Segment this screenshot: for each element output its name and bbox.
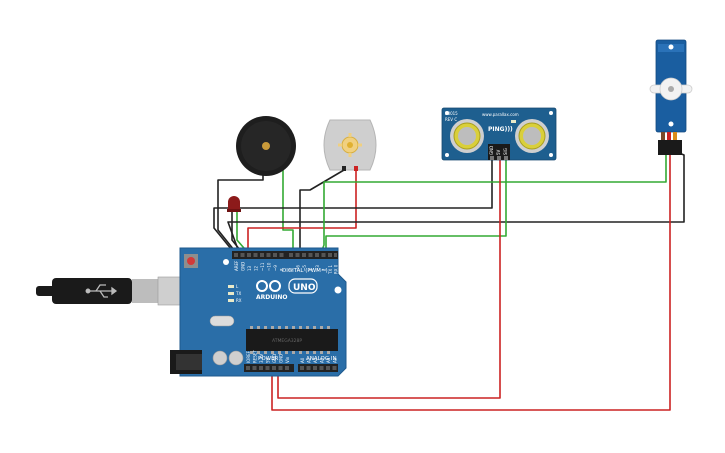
wire-servo-5v[interactable] [271, 154, 671, 411]
pin-label: 5V [266, 357, 271, 363]
wire-motor-red[interactable] [247, 169, 357, 256]
pin-label: 3.3V [259, 354, 264, 363]
pin-label: 7 [289, 268, 294, 271]
sensor-pin-labels: GND 5V SIG [489, 146, 508, 155]
usb-plug-tip [36, 286, 56, 296]
capacitor [212, 350, 228, 366]
power-header [244, 364, 294, 372]
model-badge [288, 278, 318, 294]
pin-label: 8 [280, 268, 285, 271]
sensor-name-label: PING))) [488, 126, 513, 133]
usb-plug-icon [85, 284, 118, 298]
crystal-oscillator [209, 315, 235, 327]
wire-sensor-5v[interactable] [277, 159, 501, 399]
transducer-left [450, 119, 484, 153]
power-header-label: POWER [258, 356, 279, 362]
wire-buzzer-green[interactable] [282, 164, 294, 256]
wire-sensor-gnd[interactable] [213, 159, 493, 256]
pin-label: A0 [300, 357, 305, 363]
servo-icon[interactable] [649, 39, 693, 155]
sensor-status-led [511, 120, 516, 123]
pin-label: ~6 [296, 265, 301, 271]
power-jack-inner [176, 354, 202, 370]
pin-label: A1 [307, 357, 312, 363]
pin-label: ~10 [267, 262, 272, 271]
pin-label: GND [241, 262, 246, 271]
brand-label: ARDUINO [256, 294, 287, 301]
pin-label: A4 [326, 357, 331, 363]
digital-header [232, 251, 338, 259]
mount-hole [549, 153, 553, 157]
mount-hole [445, 111, 449, 115]
dc-motor-icon[interactable] [323, 119, 377, 171]
pin-label: A2 [313, 357, 318, 363]
analog-header-label: ANALOG IN [306, 356, 337, 362]
pin-label: GND [279, 354, 284, 363]
led-label-l: L [236, 284, 239, 289]
arduino-logo-icon [256, 280, 281, 292]
arduino-uno-board[interactable]: AREF GND 13 12 ~11 ~10 ~9 8 7 ~6 ~5 4 ~3… [170, 247, 347, 377]
pin-label: GND [272, 354, 277, 363]
pin-label: A5 [333, 357, 338, 363]
led-label-rx: RX [236, 298, 242, 303]
sensor-model-label: 28015 [445, 111, 458, 116]
pin-label: ~9 [273, 265, 278, 271]
digital-header-label: DIGITAL (PWM~) [282, 268, 328, 274]
usb-cable [36, 276, 203, 306]
pin-label: RESET [253, 350, 258, 363]
transducer-right [515, 119, 549, 153]
pin-label: 2 [322, 268, 327, 271]
mount-hole [334, 286, 342, 294]
pin-label: TX 1 [328, 265, 333, 275]
led-icon[interactable] [227, 196, 241, 212]
pin-label: Vin [285, 356, 290, 363]
wire-servo-gnd[interactable] [227, 149, 685, 256]
pin-label: 4 [309, 268, 314, 271]
power-pin-labels: IOREF RESET 3.3V 5V GND GND Vin [246, 350, 290, 363]
mount-hole [668, 44, 674, 50]
analog-header [298, 364, 338, 372]
chip-label: ATMEGA328P [272, 338, 302, 344]
pin-label: RX 0 [334, 264, 339, 274]
pin-label: 5V [496, 149, 501, 155]
capacitor [228, 350, 244, 366]
wire-motor-black[interactable] [299, 169, 345, 256]
servo-connector [658, 132, 682, 155]
usb-plug-metal [132, 279, 158, 303]
mount-hole [549, 111, 553, 115]
mount-hole [223, 259, 229, 265]
wire-sensor-sig[interactable] [325, 159, 507, 256]
sensor-site-label: www.parallax.com [482, 112, 519, 117]
status-leds: L TX RX [228, 284, 242, 303]
pin-label: SIG [503, 148, 508, 155]
pin-label: AREF [234, 260, 239, 271]
pin-label: ~3 [315, 265, 320, 271]
chip-pins [250, 326, 330, 354]
model-label: UNO [293, 283, 316, 293]
pin-label: A3 [320, 357, 325, 363]
pin-label: IOREF [246, 350, 251, 363]
mount-hole [445, 153, 449, 157]
pin-label: ~5 [302, 265, 307, 271]
pin-label: GND [489, 146, 494, 155]
reset-button-cap[interactable] [187, 257, 195, 265]
pin-label: 12 [254, 265, 259, 271]
digital-pin-holes [234, 253, 337, 257]
sensor-pins [488, 144, 510, 160]
analog-pin-labels: A0 A1 A2 A3 A4 A5 [300, 357, 338, 363]
wire-buzzer-black[interactable] [217, 167, 264, 256]
pin-label: 13 [247, 265, 252, 271]
sensor-rev-label: REV C [445, 117, 457, 122]
wire-servo-sig[interactable] [319, 154, 667, 256]
piezo-buzzer-icon[interactable] [236, 116, 296, 176]
digital-pin-labels: AREF GND 13 12 ~11 ~10 ~9 8 7 ~6 ~5 4 ~3… [234, 260, 339, 275]
ping-ultrasonic-sensor[interactable]: 28015 REV C www.parallax.com PING))) GND… [441, 107, 557, 161]
led-label-tx: TX [235, 291, 241, 296]
mount-hole [668, 121, 674, 127]
pin-label: ~11 [260, 262, 265, 271]
microcontroller-chip [246, 329, 338, 351]
